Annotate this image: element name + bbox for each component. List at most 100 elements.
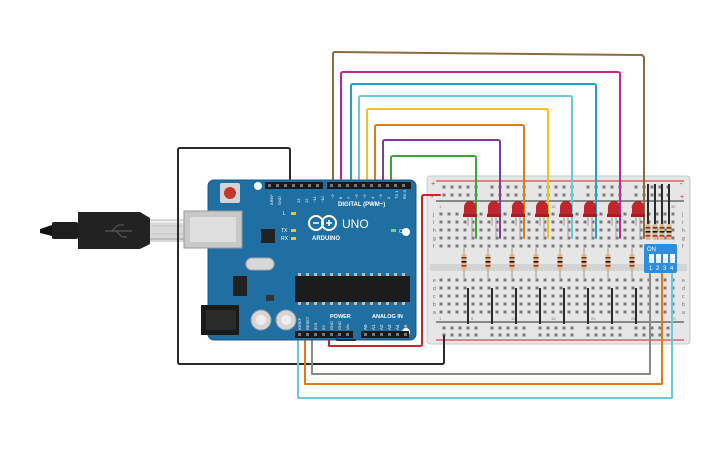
breadboard-hole[interactable]	[575, 228, 579, 232]
breadboard-hole[interactable]	[615, 286, 619, 290]
breadboard-hole[interactable]	[463, 220, 467, 224]
header-pin[interactable]	[364, 333, 367, 336]
breadboard-hole[interactable]	[455, 310, 459, 314]
rail-hole[interactable]	[562, 185, 566, 189]
breadboard-hole[interactable]	[591, 278, 595, 282]
breadboard-hole[interactable]	[583, 236, 587, 240]
breadboard-hole[interactable]	[607, 310, 611, 314]
breadboard-hole[interactable]	[543, 294, 547, 298]
breadboard-hole[interactable]	[495, 236, 499, 240]
breadboard-hole[interactable]	[503, 310, 507, 314]
breadboard-hole[interactable]	[463, 228, 467, 232]
rail-hole[interactable]	[450, 326, 454, 330]
breadboard-hole[interactable]	[455, 286, 459, 290]
breadboard-hole[interactable]	[543, 236, 547, 240]
breadboard-hole[interactable]	[447, 294, 451, 298]
breadboard-hole[interactable]	[439, 302, 443, 306]
rail-hole[interactable]	[538, 326, 542, 330]
rail-hole[interactable]	[522, 326, 526, 330]
rail-hole[interactable]	[554, 193, 558, 197]
dip-toggle-4[interactable]	[670, 254, 675, 263]
breadboard-hole[interactable]	[551, 244, 555, 248]
header-pin[interactable]	[276, 184, 279, 187]
breadboard-hole[interactable]	[487, 278, 491, 282]
breadboard-hole[interactable]	[583, 294, 587, 298]
breadboard-hole[interactable]	[567, 302, 571, 306]
header-pin[interactable]	[284, 184, 287, 187]
breadboard-hole[interactable]	[535, 220, 539, 224]
rail-hole[interactable]	[642, 333, 646, 337]
breadboard-hole[interactable]	[599, 278, 603, 282]
breadboard-hole[interactable]	[663, 302, 667, 306]
breadboard-hole[interactable]	[503, 278, 507, 282]
rail-hole[interactable]	[514, 193, 518, 197]
breadboard-hole[interactable]	[447, 220, 451, 224]
breadboard-hole[interactable]	[559, 244, 563, 248]
led-red[interactable]	[536, 201, 548, 216]
breadboard-hole[interactable]	[583, 286, 587, 290]
breadboard-hole[interactable]	[551, 236, 555, 240]
rail-hole[interactable]	[466, 326, 470, 330]
breadboard-hole[interactable]	[639, 220, 643, 224]
breadboard-hole[interactable]	[471, 286, 475, 290]
breadboard-hole[interactable]	[471, 294, 475, 298]
breadboard-hole[interactable]	[439, 294, 443, 298]
breadboard-hole[interactable]	[591, 236, 595, 240]
breadboard-hole[interactable]	[607, 220, 611, 224]
breadboard-hole[interactable]	[575, 286, 579, 290]
breadboard-hole[interactable]	[519, 228, 523, 232]
breadboard-hole[interactable]	[639, 302, 643, 306]
breadboard-hole[interactable]	[583, 228, 587, 232]
breadboard-hole[interactable]	[479, 286, 483, 290]
rail-hole[interactable]	[602, 326, 606, 330]
breadboard-hole[interactable]	[575, 220, 579, 224]
breadboard-hole[interactable]	[543, 228, 547, 232]
rail-hole[interactable]	[490, 193, 494, 197]
breadboard-hole[interactable]	[639, 310, 643, 314]
breadboard-hole[interactable]	[623, 236, 627, 240]
breadboard-hole[interactable]	[567, 294, 571, 298]
breadboard-hole[interactable]	[463, 286, 467, 290]
breadboard-hole[interactable]	[511, 236, 515, 240]
rail-hole[interactable]	[650, 326, 654, 330]
breadboard-hole[interactable]	[559, 302, 563, 306]
breadboard-hole[interactable]	[591, 220, 595, 224]
breadboard-hole[interactable]	[487, 244, 491, 248]
breadboard-hole[interactable]	[527, 220, 531, 224]
breadboard-hole[interactable]	[591, 310, 595, 314]
header-pin[interactable]	[380, 333, 383, 336]
breadboard-hole[interactable]	[463, 302, 467, 306]
header-pin[interactable]	[354, 184, 357, 187]
breadboard-hole[interactable]	[551, 220, 555, 224]
breadboard-hole[interactable]	[567, 228, 571, 232]
rail-hole[interactable]	[450, 185, 454, 189]
rail-hole[interactable]	[442, 185, 446, 189]
breadboard-hole[interactable]	[599, 294, 603, 298]
header-pin[interactable]	[330, 333, 333, 336]
breadboard-hole[interactable]	[671, 212, 675, 216]
breadboard-hole[interactable]	[487, 310, 491, 314]
breadboard-hole[interactable]	[511, 310, 515, 314]
breadboard-hole[interactable]	[519, 286, 523, 290]
arduino-uno-board[interactable]: L TX RX ON ARDUINO UNO DIGITAL (PWM~) PO…	[183, 179, 417, 341]
breadboard-hole[interactable]	[527, 286, 531, 290]
breadboard-hole[interactable]	[479, 228, 483, 232]
rail-hole[interactable]	[586, 185, 590, 189]
breadboard-hole[interactable]	[623, 310, 627, 314]
dip-toggle-3[interactable]	[663, 254, 668, 263]
breadboard-hole[interactable]	[447, 286, 451, 290]
breadboard-hole[interactable]	[631, 294, 635, 298]
breadboard-hole[interactable]	[655, 220, 659, 224]
rail-hole[interactable]	[634, 193, 638, 197]
led-red[interactable]	[584, 201, 596, 216]
breadboard-hole[interactable]	[583, 278, 587, 282]
breadboard-hole[interactable]	[471, 244, 475, 248]
breadboard-hole[interactable]	[607, 286, 611, 290]
breadboard-hole[interactable]	[567, 278, 571, 282]
rail-hole[interactable]	[474, 333, 478, 337]
header-pin[interactable]	[388, 333, 391, 336]
breadboard-hole[interactable]	[575, 302, 579, 306]
breadboard-hole[interactable]	[615, 302, 619, 306]
breadboard-hole[interactable]	[631, 302, 635, 306]
breadboard-hole[interactable]	[567, 220, 571, 224]
